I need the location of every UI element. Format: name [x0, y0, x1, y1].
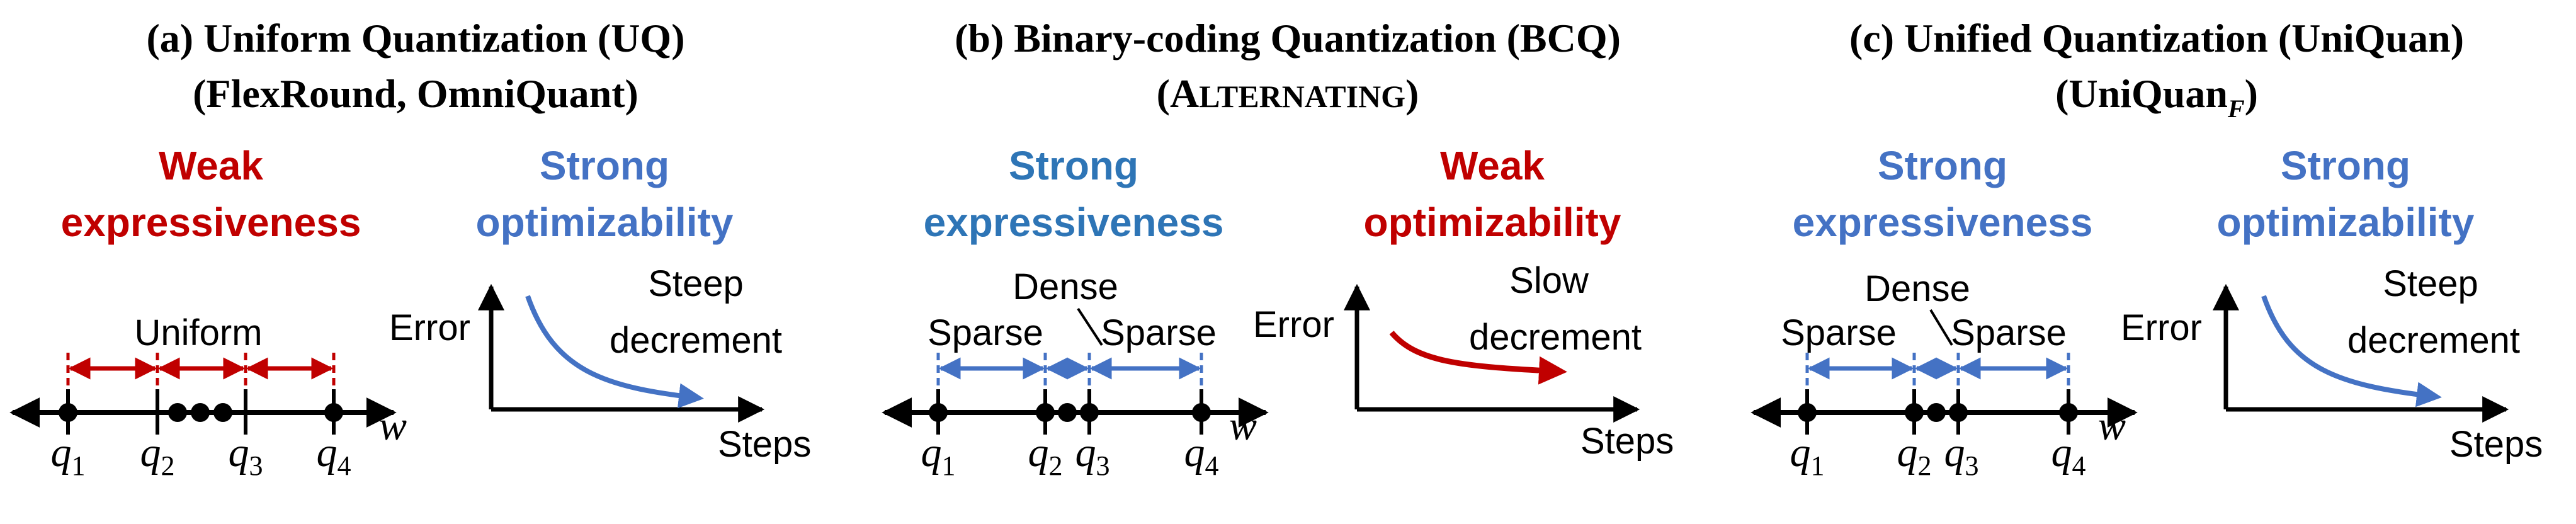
- panel-b-curve-label-2: decrement: [1469, 317, 1642, 358]
- panel-c-error-curve: [2261, 295, 2442, 407]
- panel-c-subtitle: (UniQuanF): [2055, 71, 2258, 123]
- panel-b-title: (b) Binary-coding Quantization (BCQ): [955, 16, 1621, 60]
- panel-a-expressiveness-strength: Weak: [159, 143, 263, 188]
- panel-a-number-line: Uniform: [9, 312, 407, 481]
- panel-b-dense-pointer: [1077, 307, 1103, 346]
- panel-b-expressiveness-strength: Strong: [1009, 143, 1138, 188]
- panel-c-sparse-right-label: Sparse: [1951, 312, 2067, 353]
- panel-a-subtitle: (FlexRound, OmniQuant): [193, 71, 638, 116]
- panel-c-number-line: Dense Sparse Sparse: [1750, 268, 2138, 481]
- panel-b-error-label: Error: [1253, 304, 1334, 345]
- panel-b-sparse-right-label: Sparse: [1101, 312, 1217, 353]
- panel-b-sparse-left-label: Sparse: [928, 312, 1043, 353]
- panel-b-number-line: Dense Sparse Sparse: [882, 266, 1269, 481]
- svg-text:q4: q4: [1184, 430, 1219, 481]
- svg-text:q3: q3: [229, 430, 263, 481]
- panel-b-q-labels: q1 q2 q3 q4: [921, 430, 1219, 481]
- panel-c-error-label: Error: [2121, 307, 2202, 348]
- panel-a-error-label: Error: [389, 307, 470, 348]
- panel-a-w-label: w: [379, 403, 407, 449]
- panel-c-optimizability-strength: Strong: [2281, 143, 2410, 188]
- panel-c-expressiveness-word: expressiveness: [1793, 200, 2093, 245]
- panel-a-error-plot: Error Steps Steep decrement: [389, 263, 811, 465]
- panel-a-expressiveness-word: expressiveness: [61, 200, 361, 245]
- panel-b-error-plot: Error Steps Slow decrement: [1253, 260, 1674, 462]
- panel-b-curve-label-1: Slow: [1509, 260, 1589, 301]
- panel-c-weight-dots: [1798, 403, 2078, 422]
- panel-b-dashed-guides: [936, 353, 1203, 389]
- panel-unified-quantization: (c) Unified Quantization (UniQuan) (UniQ…: [1750, 16, 2543, 481]
- svg-text:q1: q1: [921, 430, 956, 481]
- panel-b-error-curve: [1389, 331, 1567, 385]
- svg-text:q4: q4: [317, 430, 351, 481]
- panel-c-w-label: w: [2098, 403, 2126, 449]
- panel-a-optimizability-strength: Strong: [540, 143, 669, 188]
- svg-text:q2: q2: [1028, 430, 1063, 481]
- panel-c-dense-label: Dense: [1864, 268, 1970, 309]
- panel-a-q-labels: q1 q2 q3 q4: [51, 430, 351, 481]
- svg-text:q4: q4: [2051, 430, 2086, 481]
- panel-b-subtitle: (ALTERNATING): [1157, 71, 1419, 116]
- panel-b-optimizability-word: optimizability: [1364, 200, 1621, 245]
- panel-b-optimizability-strength: Weak: [1440, 143, 1545, 188]
- panel-c-curve-label-1: Steep: [2383, 263, 2478, 304]
- panel-c-error-plot: Error Steps Steep decrement: [2121, 263, 2543, 465]
- panel-c-dense-pointer: [1929, 309, 1953, 346]
- panel-a-curve-label-2: decrement: [610, 320, 782, 361]
- panel-a-weight-dots: [59, 403, 343, 422]
- svg-text:q2: q2: [1897, 430, 1932, 481]
- panel-c-title: (c) Unified Quantization (UniQuan): [1849, 16, 2464, 60]
- panel-b-steps-label: Steps: [1580, 421, 1674, 462]
- panel-b-w-label: w: [1229, 403, 1257, 449]
- panel-a-title: (a) Uniform Quantization (UQ): [146, 16, 684, 60]
- panel-c-curve-label-2: decrement: [2347, 320, 2520, 361]
- panel-c-sparse-left-label: Sparse: [1781, 312, 1897, 353]
- panel-a-steps-label: Steps: [718, 424, 811, 465]
- panel-a-dashed-guides: [66, 353, 336, 389]
- panel-b-expressiveness-word: expressiveness: [924, 200, 1224, 245]
- panel-a-curve-label-1: Steep: [648, 263, 744, 304]
- panel-c-q-labels: q1 q2 q3 q4: [1790, 430, 2086, 481]
- panel-a-uniform-label: Uniform: [134, 312, 262, 353]
- svg-text:q1: q1: [1790, 430, 1825, 481]
- panel-uniform-quantization: (a) Uniform Quantization (UQ) (FlexRound…: [9, 16, 811, 481]
- panel-a-error-curve: [525, 295, 704, 409]
- panel-binary-coding-quantization: (b) Binary-coding Quantization (BCQ) (AL…: [882, 16, 1674, 481]
- svg-text:q3: q3: [1075, 430, 1110, 481]
- panel-b-weight-dots: [929, 403, 1211, 422]
- panel-c-expressiveness-strength: Strong: [1878, 143, 2007, 188]
- panel-c-optimizability-word: optimizability: [2217, 200, 2475, 245]
- panel-a-optimizability-word: optimizability: [476, 200, 734, 245]
- panel-c-steps-label: Steps: [2449, 424, 2543, 465]
- panel-c-dashed-guides: [1805, 353, 2070, 389]
- svg-text:q2: q2: [140, 430, 175, 481]
- svg-text:q3: q3: [1944, 430, 1979, 481]
- svg-text:q1: q1: [51, 430, 86, 481]
- panel-b-dense-label: Dense: [1013, 266, 1118, 307]
